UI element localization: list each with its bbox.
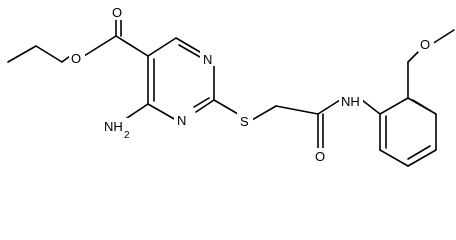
ester-group — [83, 17, 149, 57]
atom-labels: O O N N NH 2 S NH O O — [69, 4, 434, 164]
amine-label: NH — [104, 119, 123, 134]
phenyl-ring — [379, 61, 437, 167]
methoxy-oxygen-label: O — [420, 37, 430, 52]
pyrimidine-ring — [147, 37, 215, 121]
ring-nitrogen-bottom-label: N — [177, 113, 186, 128]
structure-drawing: O O N N NH 2 S NH O O — [7, 4, 455, 167]
amine-bond — [123, 103, 149, 121]
molecule-diagram: O O N N NH 2 S NH O O — [7, 4, 455, 167]
sulfur-label: S — [240, 114, 249, 129]
ring-nitrogen-top-label: N — [203, 52, 212, 67]
carbonyl-oxygen-label: O — [112, 5, 122, 20]
amide-nh-label: NH — [341, 94, 360, 109]
amide-group — [317, 99, 381, 149]
amine-subscript: 2 — [124, 130, 130, 141]
ethyl-group — [7, 45, 71, 63]
ester-oxygen-label: O — [71, 51, 81, 66]
thioether-linker — [213, 99, 319, 121]
amide-oxygen-label: O — [315, 149, 325, 164]
